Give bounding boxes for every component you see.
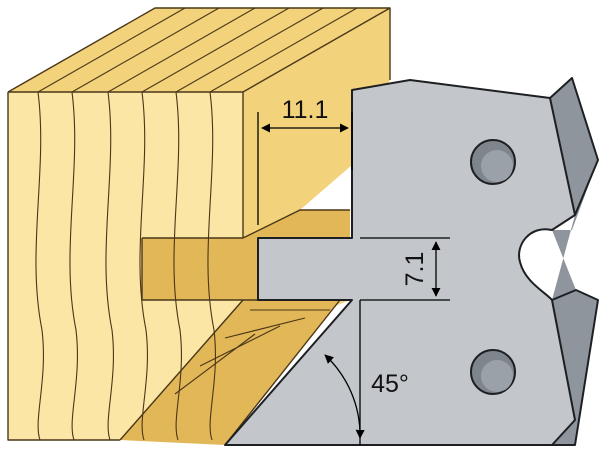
grain-line <box>105 91 114 441</box>
grain-line <box>141 7 290 93</box>
mounting-hole-bottom <box>470 349 516 395</box>
mounting-hole-top <box>470 139 516 185</box>
cutter-knife <box>224 77 599 446</box>
grain-line <box>199 325 281 367</box>
wood-bevel-face <box>120 300 340 445</box>
bevel-angle-label: 45° <box>371 370 409 398</box>
dimension-tongue-height: 7.1 <box>360 237 450 301</box>
grain-line <box>207 91 216 441</box>
wood-groove-top <box>142 210 350 300</box>
grain-line <box>35 91 44 441</box>
grain-line <box>107 7 256 93</box>
dimension-bevel-angle: 45° <box>324 300 409 445</box>
dimension-groove-depth: 11.1 <box>257 96 353 225</box>
wood-top-face <box>8 8 390 92</box>
grain-line <box>209 7 358 93</box>
groove-depth-label: 11.1 <box>282 96 329 124</box>
grain-line <box>71 7 220 93</box>
grain-line <box>173 91 182 441</box>
wood-workpiece <box>7 7 391 446</box>
grain-line <box>139 91 148 441</box>
wood-end-face <box>8 92 243 440</box>
grain-line <box>37 7 186 93</box>
cutter-outline <box>224 77 599 446</box>
wood-side-face <box>243 8 390 238</box>
wood-grain <box>35 7 358 441</box>
grain-line <box>174 333 256 395</box>
grain-line <box>69 91 78 441</box>
grain-line <box>224 317 306 339</box>
grain-line <box>175 7 324 93</box>
tongue-height-label: 7.1 <box>401 252 429 287</box>
